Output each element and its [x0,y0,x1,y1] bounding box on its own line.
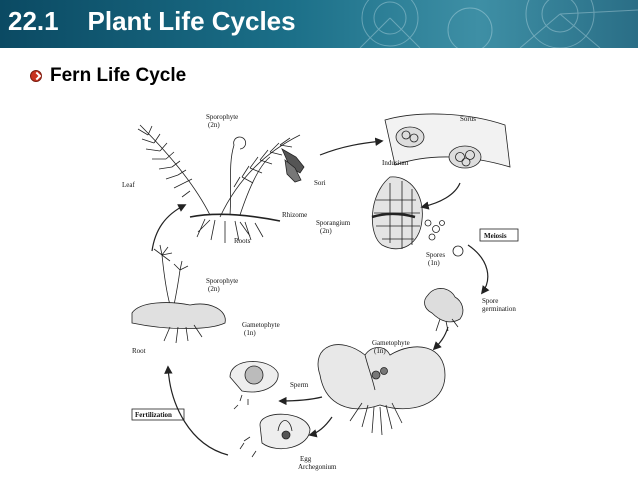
label-sporangium: Sporangium [316,219,351,227]
archegonium-illustration [239,413,311,458]
label-spores: Spores [426,251,445,259]
cycle-arrows [151,137,490,456]
arrow-germination-to-gametophyte [432,326,449,351]
slide-title: 22.1 Plant Life Cycles [8,6,296,37]
label-roots: Roots [234,237,251,245]
fertilization-box [131,408,185,421]
antheridium-illustration [229,361,279,410]
slide-header: 22.1 Plant Life Cycles [0,0,638,48]
label-egg: Egg [300,455,312,463]
arrow-meiosis-to-germination [467,244,490,295]
header-dandelion-decoration [359,0,638,48]
label-sorus: Sorus [460,115,476,123]
label-spores-ploidy: (1n) [428,259,440,267]
label-gametophyte-right: Gametophyte [372,339,410,347]
label-root: Root [132,347,146,355]
label-sporophyte-top-ploidy: (2n) [208,121,220,129]
arrow-gametophyte-to-sperm [278,396,323,406]
arrow-sorus-to-sporangium [420,182,461,210]
label-spore-germination-1: Spore [482,297,498,305]
label-spore-germination-2: germination [482,305,516,313]
arrow-sori-to-sorus [319,137,384,156]
label-fertilization: Fertilization [135,411,172,419]
label-sporangium-ploidy: (2n) [320,227,332,235]
arrow-sporophyte-to-mature [151,204,187,252]
label-sperm: Sperm [290,381,309,389]
spore-germination-illustration [424,288,464,332]
label-gametophyte-right-ploidy: (1n) [374,347,386,355]
label-leaf: Leaf [122,181,135,189]
sorus-closeup-illustration [384,113,511,169]
gametophyte-right-illustration [317,344,446,436]
label-rhizome: Rhizome [282,211,307,219]
label-sporophyte-left-ploidy: (2n) [208,285,220,293]
arrow-gametophyte-to-archegonium [308,416,333,438]
sporangium-illustration [371,176,464,257]
label-sporophyte-left: Sporophyte [206,277,238,285]
label-gametophyte-left: Gametophyte [242,321,280,329]
young-sporophyte-illustration [131,244,226,344]
mature-sporophyte-illustration [137,124,305,243]
section-title: Plant Life Cycles [87,6,296,36]
subtitle-row: Fern Life Cycle [30,64,186,88]
label-archegonium: Archegonium [298,463,337,471]
subtitle: Fern Life Cycle [50,65,187,86]
label-sporophyte-top: Sporophyte [206,113,238,121]
label-indusium: Indusium [382,159,409,167]
bullet-icon [30,70,42,82]
label-gametophyte-left-ploidy: (1n) [244,329,256,337]
section-number: 22.1 [8,6,59,36]
label-sori: Sori [314,179,326,187]
arrow-fertilization-to-sporophyte [164,365,229,456]
meiosis-box [479,228,519,242]
label-meiosis: Meiosis [484,232,507,240]
fern-life-cycle-diagram: Sporophyte (2n) Leaf Sori Rhizome Roots … [122,113,519,471]
